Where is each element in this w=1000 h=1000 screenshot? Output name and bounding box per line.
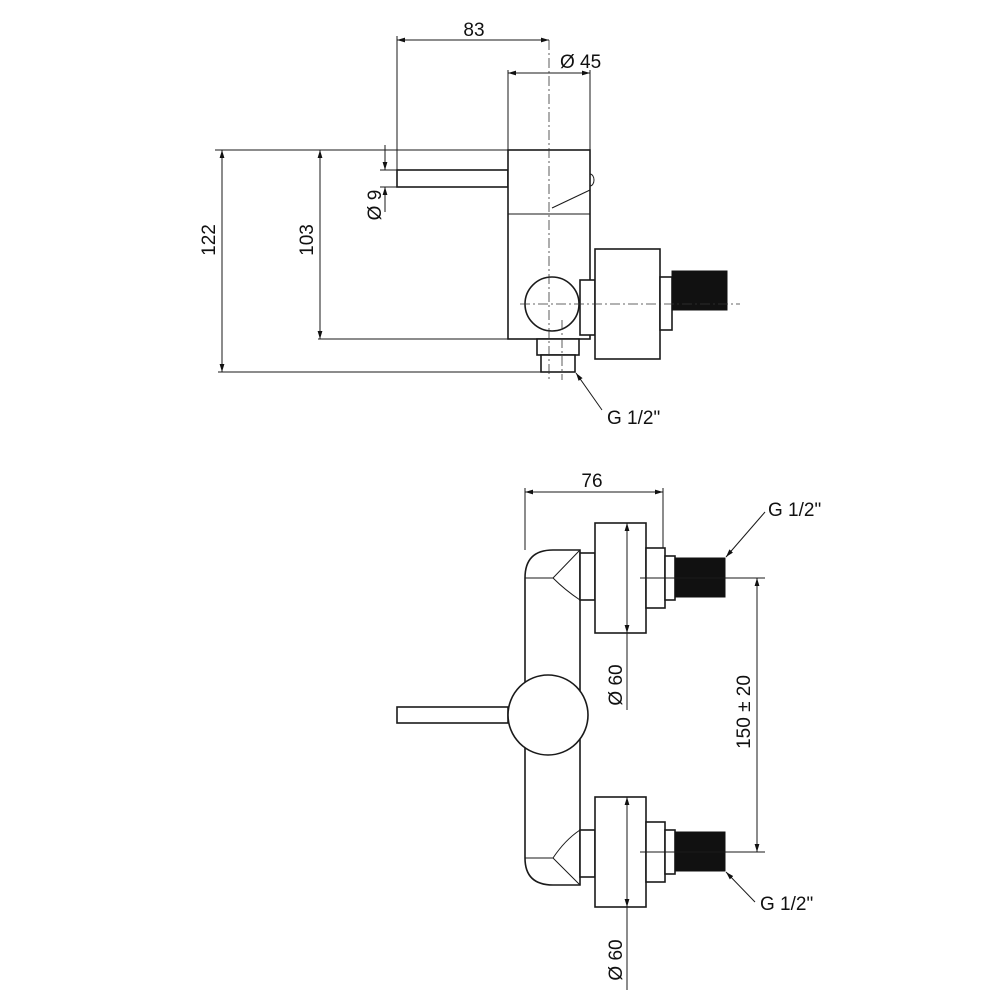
dim-103: 103 (297, 224, 318, 256)
connector (579, 279, 596, 336)
spout-lever (396, 169, 509, 188)
dim-83: 83 (463, 20, 484, 41)
label-inlet-thread-top: G 1/2" (768, 500, 821, 521)
dim-76: 76 (581, 471, 602, 492)
side-view: 83 Ø 45 Ø 9 122 103 G 1/2" (199, 20, 740, 429)
flange-top (594, 522, 647, 634)
nut (659, 276, 673, 331)
label-inlet-thread-bottom: G 1/2" (760, 894, 813, 915)
outlet (536, 338, 580, 356)
front-view: 76 Ø 60 Ø 60 150 ± 20 G 1/2" G 1/2" (396, 471, 821, 990)
dim-150-pm-20: 150 ± 20 (734, 675, 755, 749)
cartridge-knob (507, 674, 589, 756)
dim-diameter-45: Ø 45 (560, 52, 601, 73)
flange-bottom (594, 796, 647, 908)
label-outlet-thread: G 1/2" (607, 408, 660, 429)
lever (396, 706, 509, 724)
thread (671, 270, 728, 311)
dim-122: 122 (199, 224, 220, 256)
dim-diameter-60-top: Ø 60 (606, 664, 627, 705)
dim-diameter-60-bottom: Ø 60 (606, 939, 627, 980)
dim-diameter-9: Ø 9 (365, 190, 386, 221)
